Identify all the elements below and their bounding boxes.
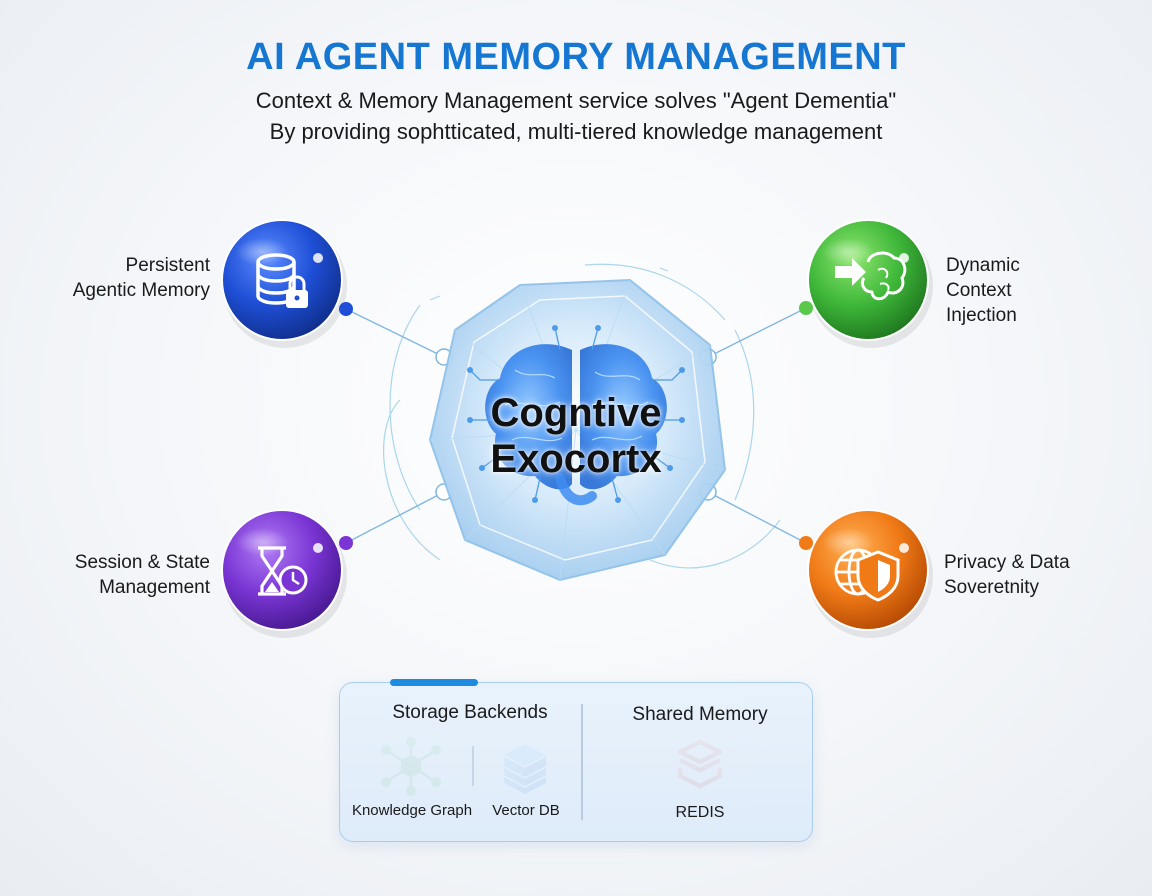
brain-arrow-icon bbox=[835, 251, 907, 301]
node-persistent[interactable] bbox=[221, 219, 353, 348]
center-label-line2: Exocortx bbox=[490, 437, 662, 481]
connector-privacy bbox=[707, 491, 807, 544]
cognitive-crystal bbox=[428, 278, 727, 582]
subtitle-line-1: Context & Memory Management service solv… bbox=[255, 88, 897, 113]
orbit-arcs bbox=[383, 263, 781, 569]
redis-label: REDIS bbox=[675, 804, 725, 821]
connector-session bbox=[345, 491, 445, 544]
label-dynamic-line2: Context bbox=[946, 280, 1012, 301]
node-privacy[interactable] bbox=[799, 509, 933, 638]
label-privacy-line2: Soveretnity bbox=[944, 577, 1040, 598]
vector-db-label: Vector DB bbox=[492, 802, 560, 819]
connector-persistent bbox=[345, 308, 445, 358]
label-privacy: Privacy & Data Soveretnity bbox=[944, 550, 1134, 600]
label-dynamic-line3: Injection bbox=[946, 305, 1017, 326]
brain-icon bbox=[467, 325, 685, 506]
panel-divider bbox=[581, 704, 583, 820]
node-session[interactable] bbox=[221, 509, 353, 638]
label-persistent-line2: Agentic Memory bbox=[72, 280, 210, 301]
page-title: AI AGENT MEMORY MANAGEMENT bbox=[246, 36, 906, 78]
label-dynamic: Dynamic Context Injection bbox=[946, 253, 1116, 328]
label-session-line1: Session & State bbox=[74, 552, 210, 573]
subtitle-line-2: By providing sophtticated, multi-tiered … bbox=[269, 119, 883, 144]
storage-divider bbox=[472, 746, 474, 786]
storage-backends-heading: Storage Backends bbox=[392, 702, 548, 723]
connector-lines bbox=[345, 307, 807, 544]
label-persistent-line1: Persistent bbox=[125, 255, 210, 276]
label-session: Session & State Management bbox=[40, 550, 210, 600]
knowledge-graph-label: Knowledge Graph bbox=[351, 802, 473, 819]
label-persistent: Persistent Agentic Memory bbox=[40, 253, 210, 303]
connector-dynamic bbox=[707, 307, 807, 358]
center-label-line1: Cogntive bbox=[490, 391, 662, 435]
center-label: Cogntive Exocortx bbox=[426, 390, 726, 482]
shared-memory-heading: Shared Memory bbox=[632, 704, 768, 725]
storage-panel bbox=[339, 682, 813, 842]
label-dynamic-line1: Dynamic bbox=[946, 255, 1020, 276]
panel-tab-accent bbox=[390, 679, 478, 686]
node-dynamic[interactable] bbox=[799, 219, 933, 348]
label-session-line2: Management bbox=[99, 577, 210, 598]
label-privacy-line1: Privacy & Data bbox=[944, 552, 1070, 573]
